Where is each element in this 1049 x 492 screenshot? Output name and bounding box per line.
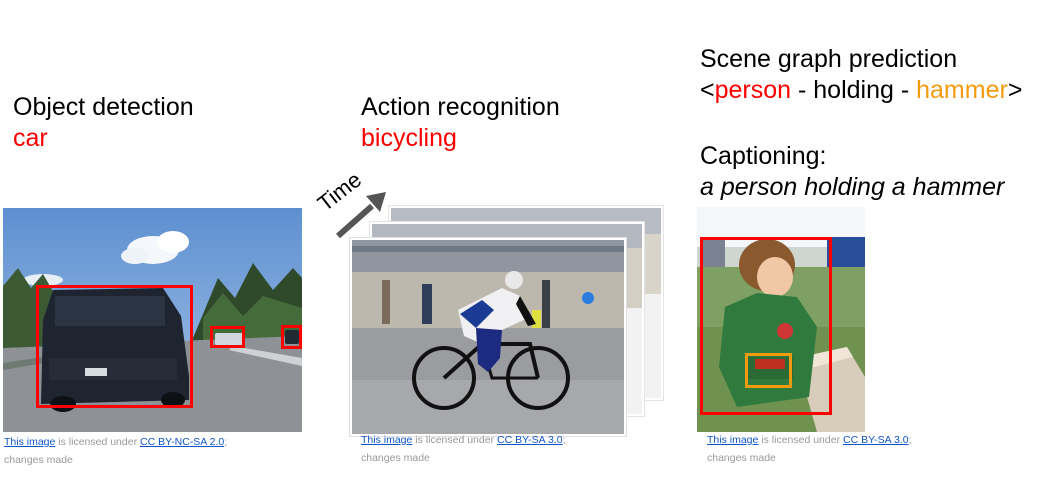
scene-graph-title: Scene graph prediction — [700, 45, 958, 73]
triple-object: hammer — [916, 76, 1008, 104]
child-hammer-photo — [697, 207, 865, 432]
object-detection-label: car — [13, 124, 48, 152]
road-car-photo — [3, 208, 302, 432]
triple-open: < — [700, 76, 715, 104]
triple-subject: person — [714, 76, 792, 104]
image-source-link[interactable]: This image — [361, 434, 413, 446]
person-bounding-box — [700, 237, 832, 415]
image-source-link[interactable]: This image — [707, 434, 759, 446]
car-bounding-box — [36, 285, 193, 408]
object-detection-title: Object detection — [13, 93, 194, 121]
time-arrow — [316, 186, 390, 242]
license-link[interactable]: CC BY-SA 3.0 — [843, 434, 909, 446]
triple-close: > — [1007, 76, 1023, 104]
scene-graph-triple: <person - holding - hammer> — [700, 75, 1022, 106]
action-recognition-title: Action recognition — [361, 93, 560, 121]
credit-tail: ; — [908, 434, 912, 446]
credit-text: is licensed under — [758, 434, 843, 446]
image-source-link[interactable]: This image — [4, 436, 56, 448]
license-link[interactable]: CC BY-NC-SA 2.0 — [140, 436, 225, 448]
action-recognition-label: bicycling — [361, 124, 457, 152]
credit-changes: changes made — [361, 452, 430, 464]
credit-tail: ; — [562, 434, 566, 446]
credit-text: is licensed under — [55, 436, 140, 448]
image-credit: This image is licensed under CC BY-NC-SA… — [4, 433, 227, 469]
credit-changes: changes made — [4, 454, 73, 466]
hammer-bounding-box — [745, 353, 792, 388]
car-bounding-box — [210, 326, 245, 348]
license-link[interactable]: CC BY-SA 3.0 — [497, 434, 563, 446]
car-bounding-box — [281, 325, 302, 349]
image-credit: This image is licensed under CC BY-SA 3.… — [707, 431, 912, 467]
captioning-title: Captioning: — [700, 142, 827, 170]
credit-changes: changes made — [707, 452, 776, 464]
cyclist-photo — [350, 238, 626, 436]
image-credit: This image is licensed under CC BY-SA 3.… — [361, 431, 566, 467]
credit-text: is licensed under — [412, 434, 497, 446]
triple-relation: - holding - — [791, 76, 917, 104]
caption-text: a person holding a hammer — [700, 173, 1005, 201]
credit-tail: ; — [224, 436, 228, 448]
